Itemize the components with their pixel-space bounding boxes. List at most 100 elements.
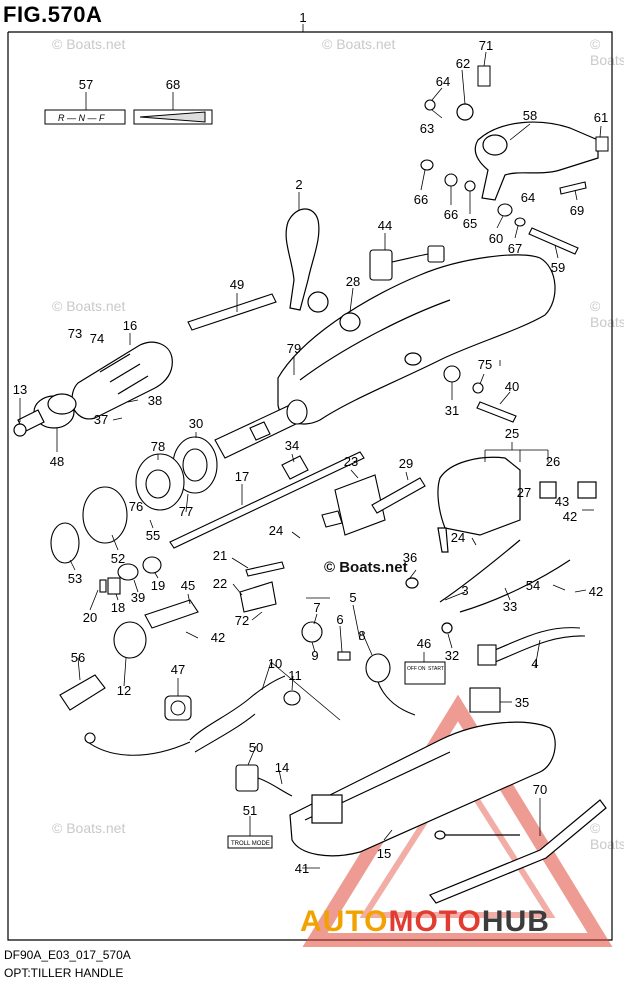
troll-switch [235,764,293,797]
callout-41: 41 [295,861,309,876]
callout-15: 15 [377,846,391,861]
stop-decal [164,695,192,721]
ring-part [339,312,361,332]
callout-30: 30 [189,416,203,431]
callout-11: 11 [288,668,302,683]
leader-lines [19,24,602,869]
callout-24b: 24 [451,530,465,545]
callout-31: 31 [445,403,459,418]
shift-decal [44,109,213,125]
brand-watermark: AUTOMOTOHUB [300,905,550,939]
nut [420,99,526,394]
plate [477,65,609,152]
tiller-bracket [456,103,599,201]
callout-4: 4 [531,656,538,671]
watermark-site: © Boats.net [52,36,126,52]
brand-part-hub: HUB [481,905,550,938]
watermark-site: © Boats.net [52,298,126,314]
callout-75: 75 [478,357,492,372]
callout-37: 37 [94,412,108,427]
callout-59: 59 [551,260,565,275]
callout-42a: 42 [563,509,577,524]
shift-decal-text: R — N — F [58,113,105,123]
callout-53: 53 [68,571,82,586]
callout-52: 52 [111,551,125,566]
lanyard [84,675,301,756]
callout-35: 35 [515,695,529,710]
switch-decal-start: START [428,666,444,672]
callout-76: 76 [129,499,143,514]
callout-47: 47 [171,662,185,677]
switch-decal-on: ON [418,666,426,672]
callout-29: 29 [399,456,413,471]
callout-77: 77 [179,504,193,519]
callout-39: 39 [131,590,145,605]
brand-part-moto: MOTO [388,905,482,938]
callout-19: 19 [151,578,165,593]
callout-8: 8 [358,628,365,643]
callout-28: 28 [346,274,360,289]
callout-27: 27 [517,485,531,500]
troll-decal-text: TROLL MODE [231,841,270,847]
tiller-arm-body [277,254,556,425]
callout-48: 48 [50,454,64,469]
callout-64b: 64 [521,190,535,205]
callout-5: 5 [349,590,356,605]
callout-65: 65 [463,216,477,231]
watermark-site: © Boats.net [590,36,624,68]
callout-72: 72 [235,613,249,628]
frame-line [7,31,613,941]
callout-73: 73 [68,326,82,341]
figure-title: FIG.570A [3,2,103,27]
callout-43: 43 [555,494,569,509]
callout-1: 1 [299,10,306,25]
callout-21: 21 [213,548,227,563]
callout-13: 13 [13,382,27,397]
callout-3: 3 [461,583,468,598]
callout-24: 24 [269,523,283,538]
callout-74: 74 [90,331,104,346]
grip-end-parts [50,486,162,659]
callout-42b: 42 [589,584,603,599]
lever-arm [144,599,199,629]
callout-63: 63 [420,121,434,136]
brand-part-auto: AUTO [300,905,389,938]
callout-18: 18 [111,600,125,615]
callout-64: 64 [436,74,450,89]
throttle-grip [71,341,173,420]
watermark-site: © Boats.net [590,820,624,852]
watermark-site: © Boats.net [590,298,624,330]
lower-cover [289,721,556,857]
bolt [476,181,587,423]
cable [405,539,571,634]
shaft [169,451,365,549]
callout-44: 44 [378,218,392,233]
callout-46: 46 [417,636,431,651]
callout-58: 58 [523,108,537,123]
callout-56: 56 [71,650,85,665]
callout-34: 34 [285,438,299,453]
callout-17: 17 [235,469,249,484]
switch-decal [404,661,446,685]
callout-33: 33 [503,599,517,614]
callout-71: 71 [479,38,493,53]
callout-54: 54 [526,578,540,593]
plate-35 [469,687,501,713]
linkage [239,561,285,613]
callout-68: 68 [166,77,180,92]
callout-42c: 42 [211,630,225,645]
model-code: DF90A_E03_017_570A [4,948,131,962]
callout-23: 23 [344,454,358,469]
callout-62: 62 [456,56,470,71]
callout-25: 25 [505,426,519,441]
callout-38: 38 [148,393,162,408]
switch-decal-off: OFF [407,666,417,672]
shift-box [437,456,597,553]
callout-57: 57 [79,77,93,92]
callout-51: 51 [243,803,257,818]
rail-cover [187,293,277,331]
kill-switch [369,245,445,281]
callout-20: 20 [83,610,97,625]
callout-49: 49 [230,277,244,292]
